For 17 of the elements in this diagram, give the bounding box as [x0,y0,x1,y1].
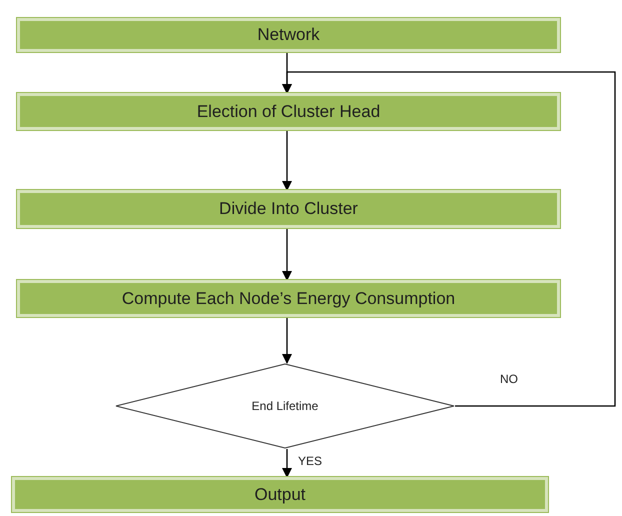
process-box [17,280,560,317]
node-label: Compute Each Node’s Energy Consumption [122,288,456,310]
process-box [17,18,560,52]
node-label: Network [257,24,320,46]
node-label: Election of Cluster Head [196,100,380,123]
process-box [17,93,560,130]
arrow [282,71,616,407]
arrow [282,449,292,478]
arrow [282,130,292,191]
node-label: Divide Into Cluster [219,198,358,220]
arrow [282,317,292,364]
process-box [17,190,560,228]
node-label: Output [254,484,306,506]
process-box [12,477,548,512]
arrow [282,228,292,281]
node-label: End Lifetime [252,398,318,415]
decision-diamond [115,363,455,449]
